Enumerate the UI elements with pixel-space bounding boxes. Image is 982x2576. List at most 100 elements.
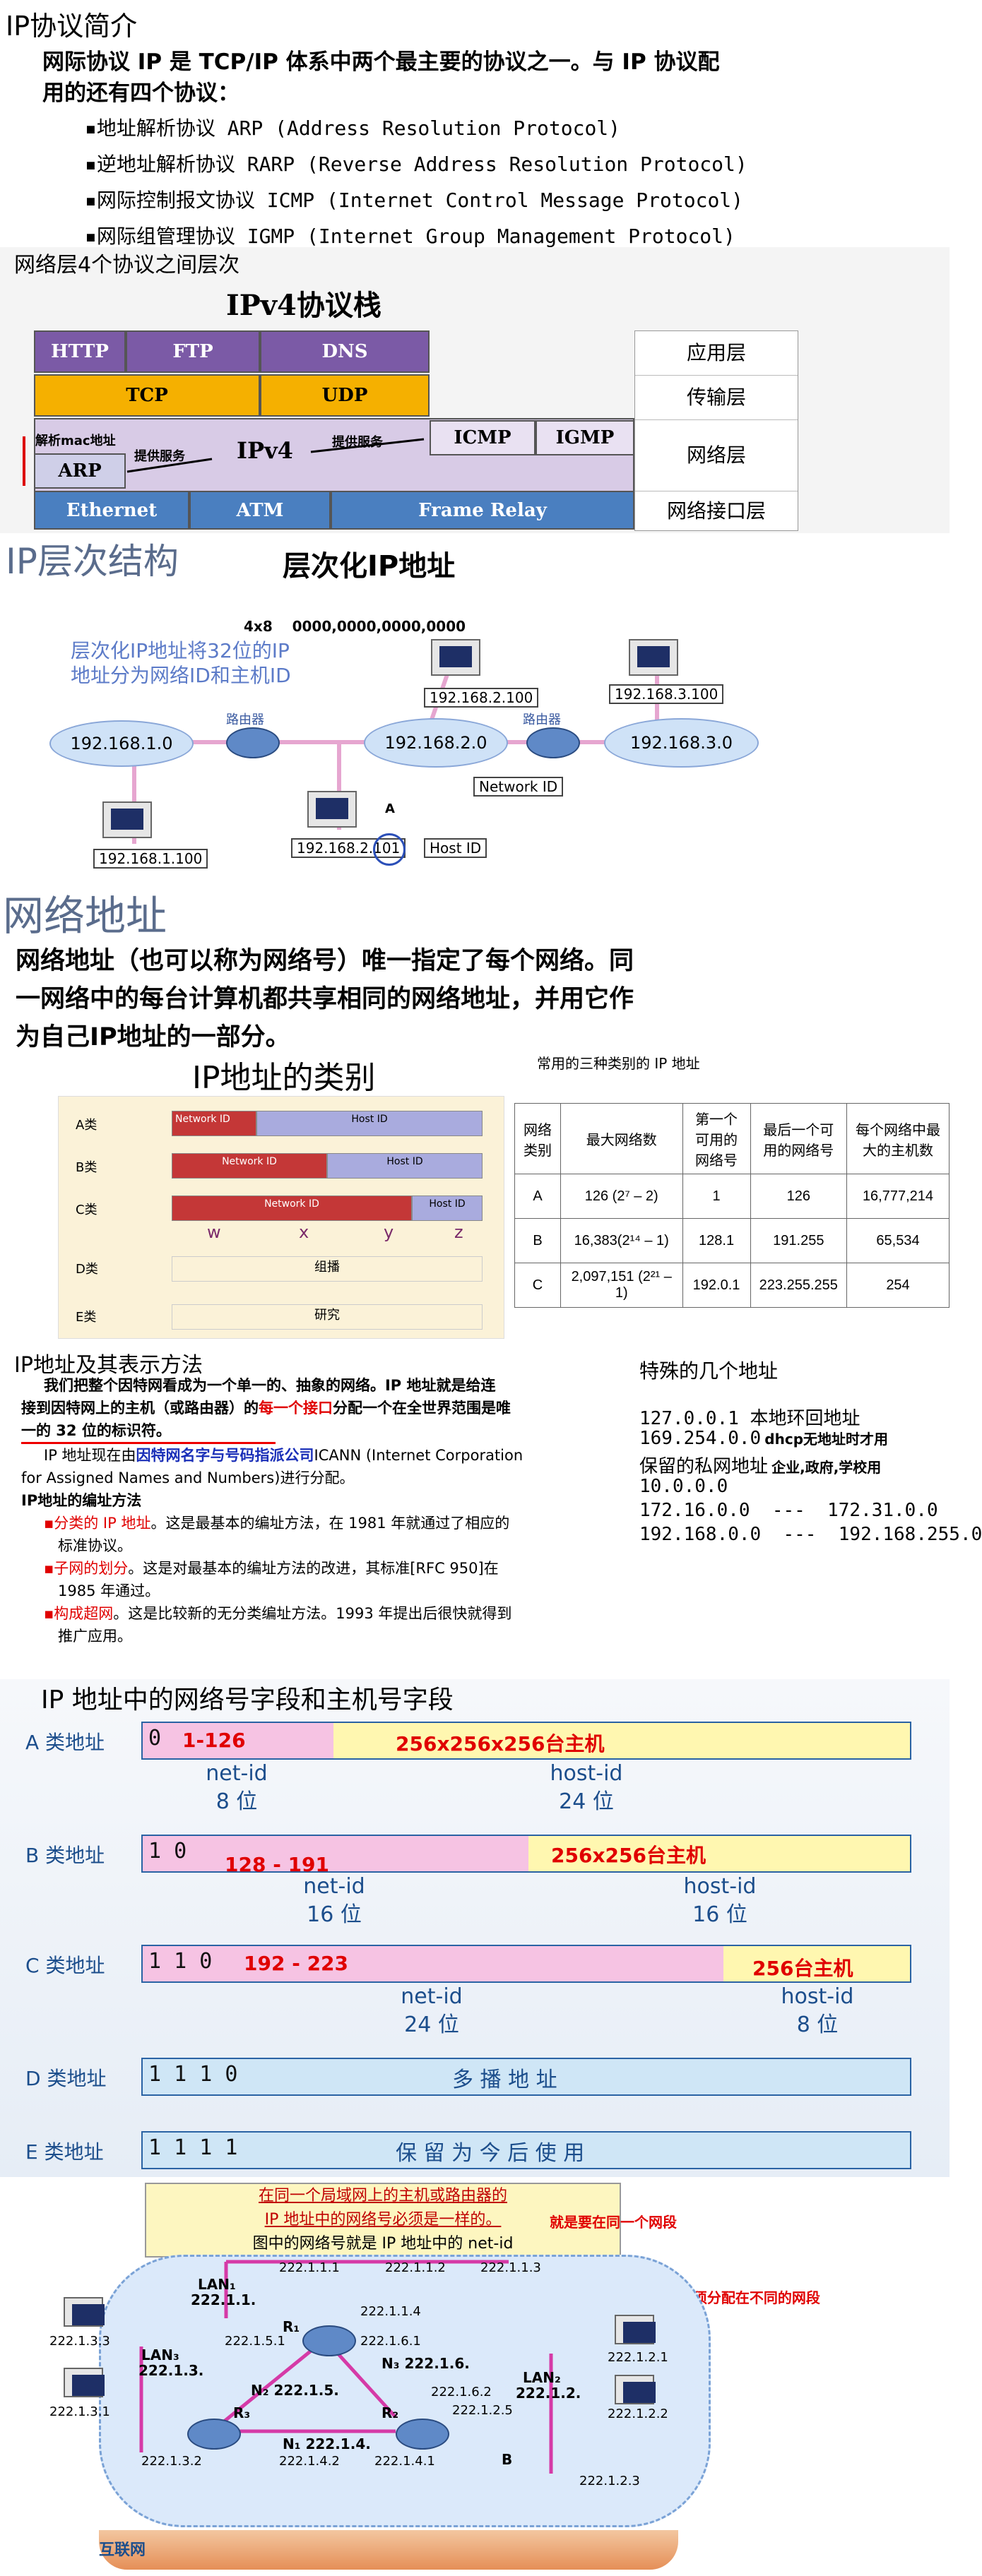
icmp-cell: ICMP [430,420,536,455]
ip-class-section: IP地址的类别 A类 B类 C类 D类 E类 Network ID Host I… [0,1052,950,1349]
router-icon [526,727,580,758]
ip-label: 222.1.1.1 [279,2260,340,2275]
ip-label: 222.1.6.1 [360,2334,421,2349]
computer-icon [615,2375,656,2404]
lan-label: LAN₂ [523,2369,561,2386]
computer-icon [64,2297,105,2327]
class-label: D 类地址 [25,2067,107,2090]
network-id-bar: Network ID [172,1195,412,1221]
table-cell: 16,777,214 [846,1174,950,1219]
frame-relay-cell: Frame Relay [331,491,634,530]
bridge-label: B [502,2451,513,2468]
explain-line: IP 地址中的网络号必须是一样的。 [264,2211,502,2229]
computer-icon [431,639,480,676]
protocol-stack-section: 网络层4个协议之间层次 IPv4协议栈 HTTP FTP DNS TCP UDP… [0,247,950,533]
host-id-bar: Host ID [256,1111,483,1136]
layer-label: 网络接口层 [666,499,766,523]
field-name: net-id [303,1874,365,1899]
arp-cell: ARP [34,453,126,489]
hostid-field [723,1946,910,1981]
diagram-title: 层次化IP地址 [283,550,456,583]
ip-label: 222.1.6.2 [431,2385,492,2399]
ip-label: 222.1.3.3 [49,2334,110,2349]
private-range: 10.0.0.0 [639,1476,728,1497]
class-d-row [141,2058,911,2096]
octet-letter: w [207,1222,221,1242]
ip-label: 222.1.2.3 [579,2474,640,2488]
network-id-callout: Network ID [473,777,564,797]
field-length: 24 位 [559,1789,614,1814]
table-cell: 191.255 [750,1218,848,1263]
ip-label: 222.1.2.1 [608,2350,668,2365]
para-text: 分配一个在全世界范围是唯 [333,1400,511,1417]
bullet-line: 标准协议。 [58,1537,132,1554]
field-length: 24 位 [404,2012,459,2037]
special-addr-row: 169.254.0.0 dhcp无地址时才用 [639,1428,888,1449]
class-label: E 类地址 [25,2140,104,2164]
ip-label: 222.1.1.2 [385,2260,446,2275]
note: 企业,政府,学校用 [771,1459,882,1476]
ip-label: 222.1.2.5 [452,2403,513,2418]
section-title: IP层次结构 [6,541,179,582]
class-e-row [141,2131,911,2169]
ip-label: 222.1.2.2 [608,2407,668,2421]
router-icon [226,727,280,758]
table-row: B 16,383(2¹⁴ – 1) 128.1 191.255 65,534 [514,1218,950,1263]
note: dhcp无地址时才用 [764,1431,889,1448]
network-diagram-area [99,2255,711,2527]
class-label: A 类地址 [25,1731,105,1754]
host-id-bar: Host ID [412,1195,483,1221]
router-icon [396,2419,449,2450]
ip-label: 222.1.3.2 [141,2454,202,2469]
class-table: 网络类别 最大网络数 第一个可用的网络号 最后一个可用的网络号 每个网络中最大的… [514,1103,950,1308]
router-icon [302,2325,356,2356]
net-label: N₃ 222.1.6. [381,2355,470,2372]
internet-band [99,2530,678,2570]
table-cell: 1 [682,1174,751,1219]
atm-cell: ATM [189,491,331,530]
router-label: R₃ [233,2404,251,2421]
section-title: IP 地址中的网络号字段和主机号字段 [41,1686,454,1715]
table-cell: 2,097,151 (2²¹ – 1) [560,1263,683,1308]
bullet-line: ▪分类的 IP 地址。这是最基本的编址方法，在 1981 年就通过了相应的 [21,1512,629,1534]
address-field-section: IP 地址中的网络号字段和主机号字段 A 类地址 0 1-126 256x256… [0,1679,950,2177]
network-cloud: 192.168.1.0 [49,720,194,767]
diagram-desc: 地址分为网络ID和主机ID [71,664,291,687]
ip-label: 222.1.1.3 [480,2260,541,2275]
annotation-note: 就是要在同一个网段 [550,2214,677,2231]
ip-label: 222.1.1.4 [360,2304,421,2319]
bullet-text: 。这是比较新的无分类编址方法。1993 年提出后很快就得到 [113,1605,512,1622]
network-cloud: 192.168.3.0 [604,718,759,768]
net-label: N₁ 222.1.4. [283,2435,371,2452]
field-name: host-id [550,1761,623,1786]
layer-label: 传输层 [635,376,798,420]
class-label: B类 [76,1160,97,1175]
table-cell: 254 [846,1263,950,1308]
body-line: 一网络中的每台计算机都共享相同的网络地址，并用它作 [16,985,634,1013]
tcp-cell: TCP [34,374,260,417]
class-label: E类 [76,1310,97,1325]
class-label: C 类地址 [25,1954,105,1977]
bar-label: 研究 [314,1308,340,1323]
body-line: 为自己IP地址的一部分。 [16,1023,290,1051]
router-label: R₁ [283,2318,300,2335]
range-label: 192 - 223 [244,1952,349,1975]
router-label: R₂ [381,2404,399,2421]
table-cell: A [514,1174,561,1219]
computer-icon [629,639,678,676]
stack-title: IPv4协议栈 [226,289,381,322]
bar-label: Network ID [222,1156,277,1167]
para-text: ICANN (Internet Corporation [314,1447,523,1464]
layer-label: 网络层 [635,420,798,491]
computer-icon [307,791,357,828]
table-header-row: 网络类别 最大网络数 第一个可用的网络号 最后一个可用的网络号 每个网络中最大的… [514,1103,950,1174]
table-cell: 16,383(2¹⁴ – 1) [560,1218,683,1263]
multicast-bar: 组播 [172,1256,483,1282]
leading-bits: 1 1 1 1 [148,2135,238,2160]
octet-letter: x [299,1222,309,1242]
intro-para-line1: 网际协议 IP 是 TCP/IP 体系中两个最主要的协议之一。与 IP 协议配 [42,49,720,75]
internet-label: 互联网 [99,2541,146,2559]
intro-para-line2: 用的还有四个协议： [42,80,239,106]
class-label: A类 [76,1118,97,1133]
dns-cell: DNS [260,330,430,373]
